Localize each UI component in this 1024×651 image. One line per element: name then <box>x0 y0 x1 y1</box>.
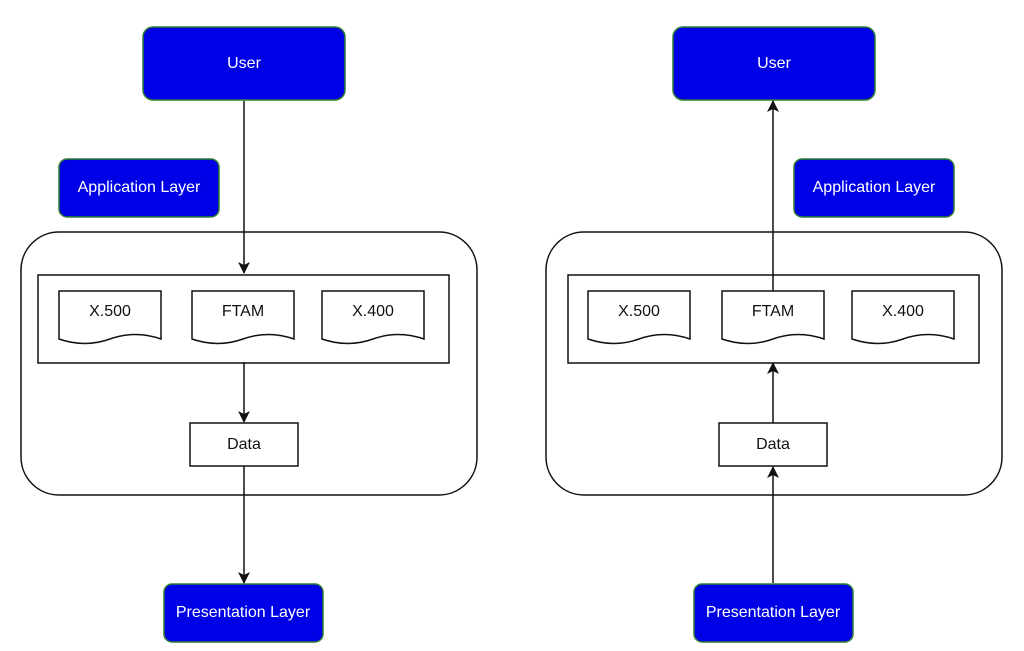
x500-document: X.500 <box>58 290 162 345</box>
panel-right: User Application Layer X.500 FTAM X.400 <box>545 26 1003 643</box>
user-node: User <box>142 26 346 101</box>
panel-left: User Application Layer X.500 FTAM X.400 <box>20 26 478 643</box>
x400-document: X.400 <box>321 290 425 345</box>
ftam-label: FTAM <box>222 303 264 320</box>
protocols-box <box>37 274 450 364</box>
presentation-layer-label: Presentation Layer <box>176 604 311 621</box>
presentation-layer-node: Presentation Layer <box>693 583 854 643</box>
user-label: User <box>227 55 261 72</box>
x500-document: X.500 <box>587 290 691 345</box>
data-label: Data <box>227 436 261 453</box>
user-node: User <box>672 26 876 101</box>
x500-label: X.500 <box>618 303 660 320</box>
x400-label: X.400 <box>352 303 394 320</box>
x400-document: X.400 <box>851 290 955 345</box>
application-layer-label: Application Layer <box>813 179 936 196</box>
ftam-document: FTAM <box>721 290 825 345</box>
x400-label: X.400 <box>882 303 924 320</box>
application-layer-node: Application Layer <box>58 158 220 218</box>
x500-label: X.500 <box>89 303 131 320</box>
ftam-document: FTAM <box>191 290 295 345</box>
user-label: User <box>757 55 791 72</box>
application-layer-label: Application Layer <box>78 179 201 196</box>
data-label: Data <box>756 436 790 453</box>
data-node: Data <box>189 422 299 467</box>
application-layer-container <box>545 231 1003 496</box>
ftam-label: FTAM <box>752 303 794 320</box>
protocols-box <box>567 274 980 364</box>
presentation-layer-label: Presentation Layer <box>706 604 841 621</box>
application-layer-node: Application Layer <box>793 158 955 218</box>
application-layer-container <box>20 231 478 496</box>
presentation-layer-node: Presentation Layer <box>163 583 324 643</box>
data-node: Data <box>718 422 828 467</box>
